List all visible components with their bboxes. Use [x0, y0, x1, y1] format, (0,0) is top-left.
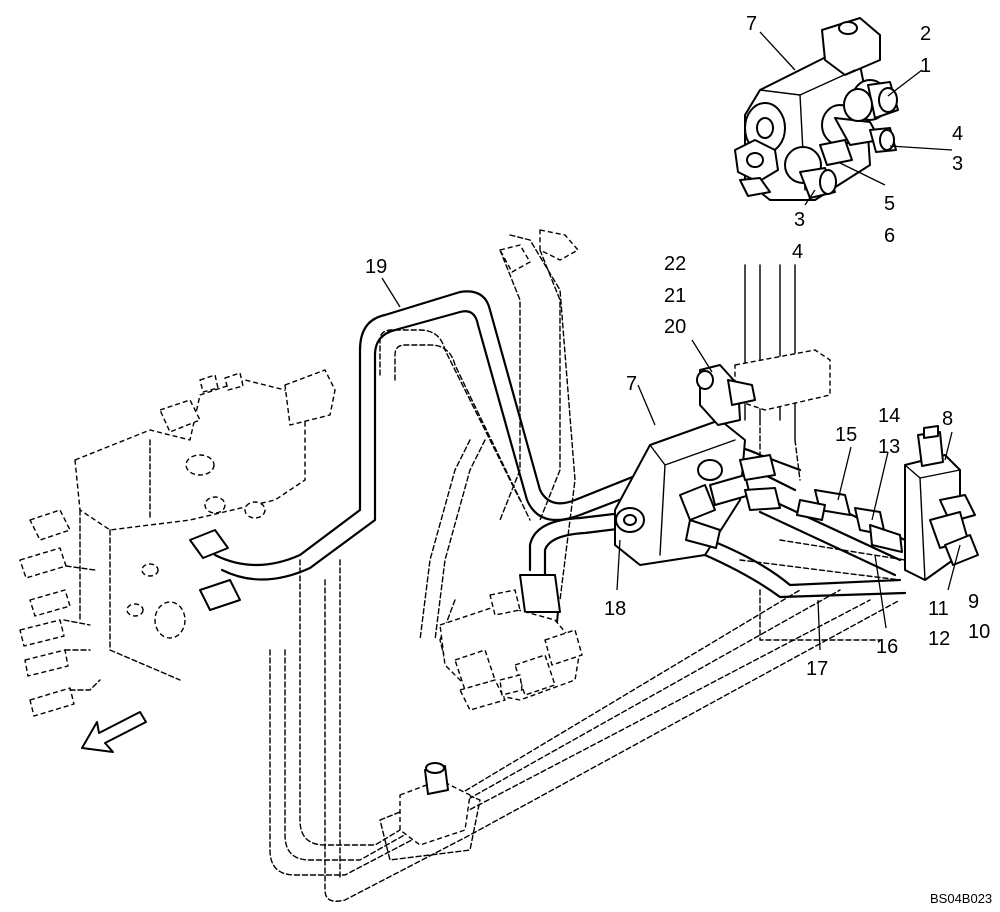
callout-6: 6	[884, 225, 895, 247]
tube-fittings	[796, 489, 903, 553]
clamp-lower	[399, 762, 471, 846]
callout-labels: 7 2 1 4 3 5 6 3 4 22 21 20 19 7 8 14 13 …	[365, 13, 990, 680]
callout-2: 2	[920, 23, 931, 45]
center-fitting-cluster	[439, 589, 583, 711]
leader-lines	[381, 31, 961, 651]
callout-3-right: 3	[952, 153, 963, 175]
callout-12: 12	[928, 628, 950, 650]
callout-15: 15	[835, 424, 857, 446]
valve-8	[904, 425, 979, 581]
callout-4-inset: 4	[952, 123, 963, 145]
callout-22: 22	[664, 253, 686, 275]
callout-8: 8	[942, 408, 953, 430]
callout-16: 16	[876, 636, 898, 658]
callout-7: 7	[626, 373, 637, 395]
callout-14: 14	[878, 405, 900, 427]
callout-19: 19	[365, 256, 387, 278]
phantom-hose-routing	[269, 234, 906, 902]
callout-10: 10	[968, 621, 990, 643]
control-valve-phantom	[19, 369, 336, 717]
callout-3-left: 3	[794, 209, 805, 231]
callout-11: 11	[928, 598, 949, 620]
top-fittings-phantom	[499, 229, 579, 273]
callout-20: 20	[664, 316, 686, 338]
callout-21: 21	[664, 285, 686, 307]
callout-13: 13	[878, 436, 900, 458]
callout-5: 5	[884, 193, 895, 215]
valve-block-7	[614, 364, 781, 566]
valve-7-detail-inset	[734, 17, 899, 201]
callout-7-inset: 7	[746, 13, 757, 35]
callout-18: 18	[604, 598, 626, 620]
callout-17: 17	[806, 658, 828, 680]
callout-4: 4	[792, 241, 803, 263]
reference-code: BS04B023	[930, 891, 992, 906]
callout-1: 1	[920, 55, 931, 77]
front-direction-arrow-icon	[81, 711, 147, 753]
tube-18	[528, 503, 692, 577]
control-valve-fittings	[189, 529, 241, 611]
tube-17	[703, 538, 907, 599]
callout-9: 9	[968, 591, 979, 613]
